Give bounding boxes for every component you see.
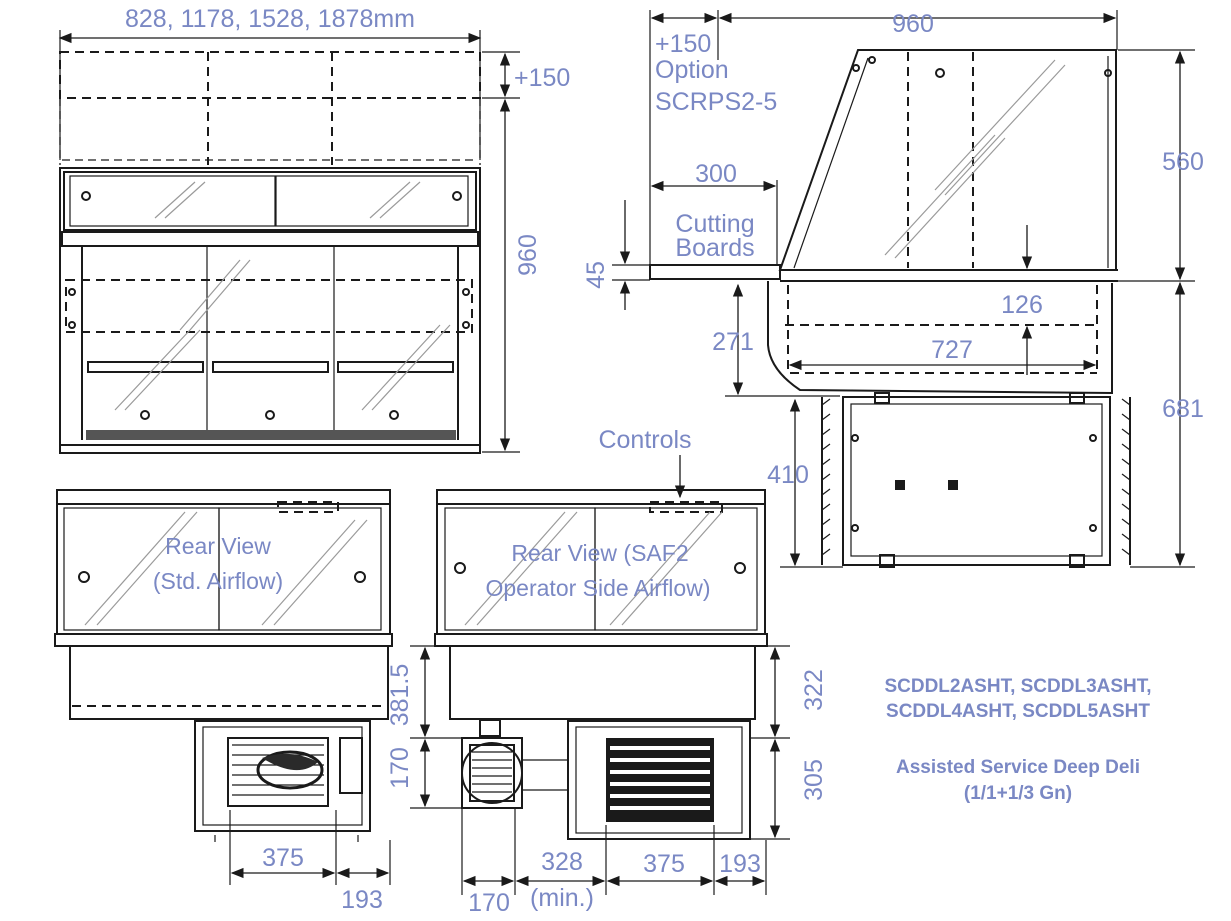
caption-title-2: (1/1+1/3 Gn)	[964, 783, 1072, 804]
side-410-dim: 410	[767, 461, 809, 489]
rear-std-label-2: (Std. Airflow)	[153, 568, 283, 594]
side-depth-dim: 960	[892, 10, 934, 38]
side-option-label: Option	[655, 56, 729, 84]
models-line-2: SCDDL4ASHT, SCDDL5ASHT	[886, 701, 1150, 722]
caption-title-1: Assisted Service Deep Deli	[896, 757, 1140, 778]
rear-saf2-min-label: (min.)	[530, 884, 594, 912]
side-271-dim: 271	[712, 328, 754, 356]
cutting-boards-label-2: Boards	[675, 234, 754, 262]
front-view: 828, 1178, 1528, 1878mm +150 960	[58, 5, 570, 454]
side-681-dim: 681	[1162, 395, 1204, 423]
rear-saf2-328-dim: 328	[541, 848, 583, 876]
side-560-dim: 560	[1162, 148, 1204, 176]
side-option-code: SCRPS2-5	[655, 88, 777, 116]
rear-view-saf2: Controls 381.5 170	[386, 426, 828, 917]
rear-saf2-375-dim: 375	[643, 850, 685, 878]
side-view: 960 +150 Option SCRPS2-5 300 Cutting Boa…	[582, 10, 1204, 568]
rear-saf2-label-1: Rear View (SAF2	[511, 540, 688, 566]
rear-305-dim: 305	[800, 759, 828, 801]
rear-3815-dim: 381.5	[386, 664, 414, 727]
rear-std-193-dim: 193	[341, 886, 383, 914]
caption-block: SCDDL2ASHT, SCDDL3ASHT, SCDDL4ASHT, SCDD…	[884, 676, 1151, 804]
cutting-boards-label-1: Cutting	[675, 210, 754, 238]
rear-saf2-170-dim: 170	[468, 889, 510, 917]
front-height-dim: 960	[514, 234, 542, 276]
side-45-dim: 45	[582, 261, 610, 289]
side-126-dim: 126	[1001, 291, 1043, 319]
rear-170-vertical-dim: 170	[386, 747, 414, 789]
models-line-1: SCDDL2ASHT, SCDDL3ASHT,	[884, 676, 1151, 697]
front-plus150-dim: +150	[514, 64, 570, 92]
rear-std-375-dim: 375	[262, 844, 304, 872]
rear-322-dim: 322	[800, 669, 828, 711]
controls-label: Controls	[598, 426, 691, 454]
side-plus150: +150	[655, 30, 711, 58]
rear-view-std: 375 193 Rear View (Std. Airflow)	[54, 489, 393, 914]
cutting-board-depth-dim: 300	[695, 160, 737, 188]
rear-saf2-193-dim: 193	[719, 850, 761, 878]
rear-std-label-1: Rear View	[165, 533, 271, 559]
front-width-dim: 828, 1178, 1528, 1878mm	[125, 5, 415, 33]
rear-saf2-label-2: Operator Side Airflow)	[486, 575, 711, 601]
side-727-dim: 727	[931, 336, 973, 364]
